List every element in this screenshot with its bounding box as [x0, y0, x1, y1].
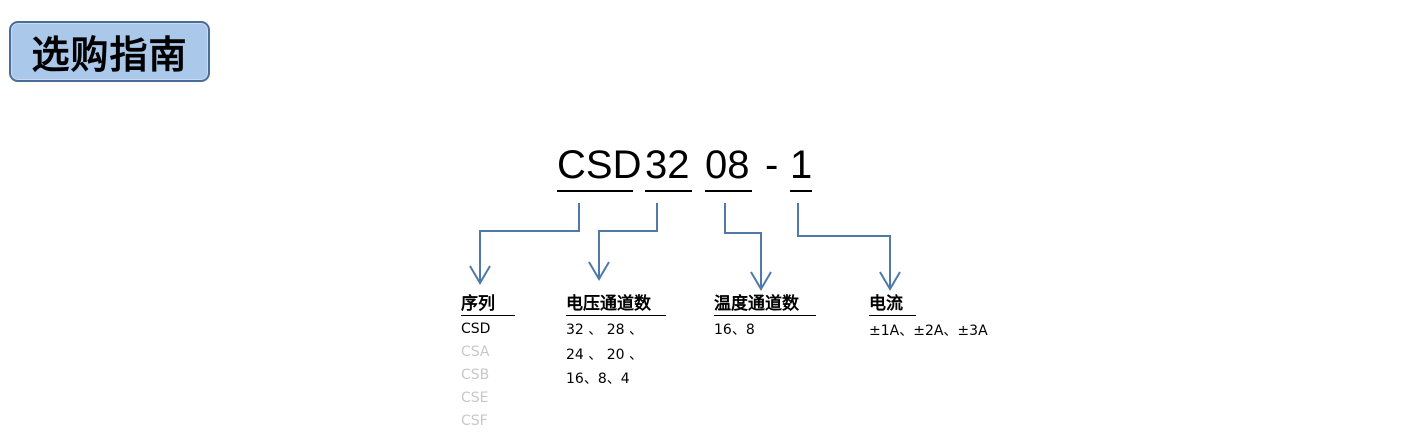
- series-option-csf: CSF: [461, 413, 488, 429]
- arrow-current: [797, 203, 901, 291]
- series-option-cse: CSE: [461, 390, 489, 406]
- voltage-options-line-2: 24 、 20 、: [566, 347, 643, 363]
- series-header: 序列: [461, 293, 515, 316]
- title-box: 选购指南: [9, 21, 210, 82]
- model-code-separator: -: [765, 143, 779, 187]
- series-option-csb: CSB: [461, 367, 490, 383]
- series-option-csd: CSD: [461, 321, 491, 337]
- arrow-temperature: [724, 203, 772, 291]
- arrow-voltage: [588, 203, 658, 281]
- voltage-options-line-3: 16、8、4: [566, 371, 630, 387]
- model-code-voltage: 32: [645, 140, 692, 192]
- temperature-options-line-1: 16、8: [714, 322, 755, 338]
- model-code-current: 1: [790, 140, 812, 192]
- page-title: 选购指南: [31, 33, 188, 77]
- model-code-temperature: 08: [705, 140, 752, 192]
- model-code-prefix: CSD: [557, 140, 641, 192]
- temperature-channels-header: 温度通道数: [714, 293, 816, 316]
- voltage-channels-header: 电压通道数: [566, 293, 666, 316]
- arrow-series: [469, 203, 580, 285]
- current-options-line-1: ±1A、±2A、±3A: [869, 323, 988, 339]
- voltage-options-line-1: 32 、 28 、: [566, 322, 643, 338]
- current-header: 电流: [869, 293, 916, 316]
- series-option-csa: CSA: [461, 344, 490, 360]
